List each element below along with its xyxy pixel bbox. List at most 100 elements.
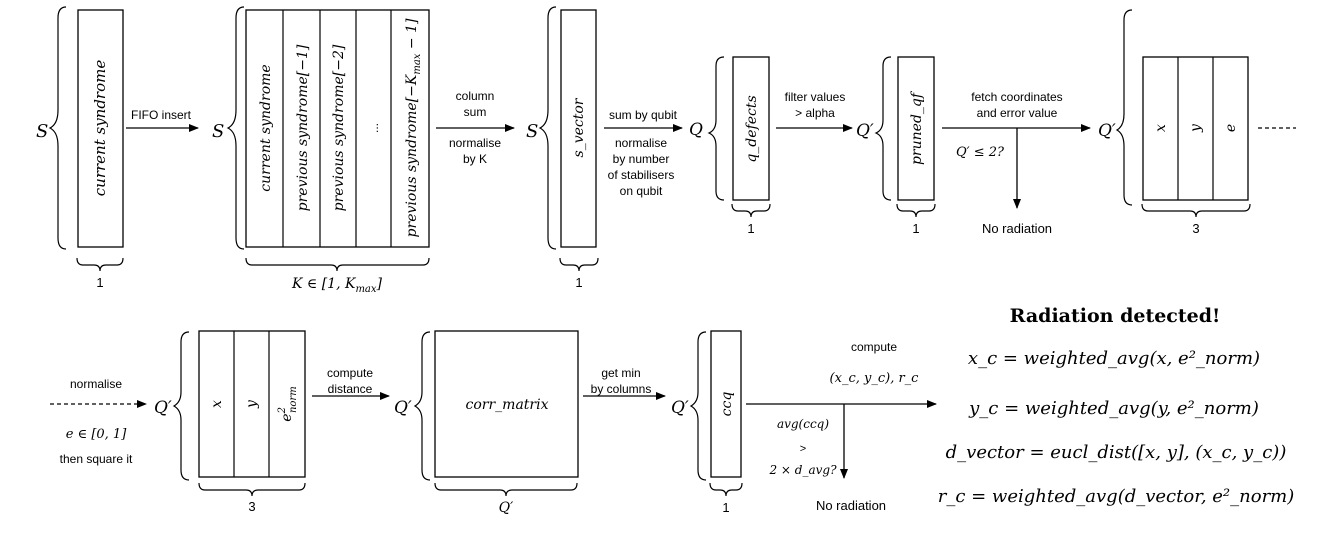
s-vector-column: [560, 9, 597, 248]
history-col-prev2: previous syndrome[−2]: [331, 44, 347, 211]
q3-count: 3: [1192, 221, 1199, 236]
get-min-label-2: by columns: [591, 382, 652, 396]
left-brace-icon: [689, 331, 707, 481]
condition-q-label: Q′ ≤ 2?: [956, 145, 1005, 160]
pruned-qf-column: [897, 56, 935, 201]
no-radiation-label-2: No radiation: [816, 498, 886, 513]
q6-count: 1: [722, 500, 729, 515]
bottom-brace-icon: [731, 203, 771, 218]
s-vector-text: s_vector: [571, 97, 587, 157]
filter-label-1: filter values: [785, 90, 846, 104]
q-block-corr: Q′ corr_matrix Q′: [394, 330, 579, 516]
bottom-brace-icon: [1141, 203, 1251, 218]
compute-label: compute: [851, 340, 897, 354]
history-col-ellipsis: ...: [367, 123, 381, 133]
current-syndrome-column: [77, 9, 124, 248]
condition-avg-label-1: avg(ccq): [777, 417, 829, 431]
ccq-text: ccq: [719, 392, 735, 417]
history-matrix: [245, 9, 430, 248]
q1-count: 1: [747, 221, 754, 236]
q3-label: Q′: [1098, 121, 1116, 141]
bottom-brace-icon: [198, 482, 306, 497]
compute-params-label: (x_c, y_c), r_c: [830, 371, 920, 386]
left-brace-icon: [413, 331, 431, 481]
col-e-norm: e2norm: [277, 386, 299, 421]
q5-count: Q′: [499, 500, 514, 516]
col-e: e: [1223, 124, 1239, 132]
compute-distance-label-1: compute: [327, 366, 373, 380]
bottom-brace-icon: [245, 257, 430, 272]
equation-dvector: d_vector = eucl_dist([x, y], (x_c, y_c)): [946, 442, 1287, 463]
s-block-vector: S s_vector 1: [526, 6, 599, 290]
normalise-k-label-1: normalise: [449, 136, 501, 150]
normalise-stab-label-2: by number: [613, 152, 670, 166]
left-brace-icon: [226, 6, 245, 250]
no-radiation-label-1: No radiation: [982, 221, 1052, 236]
s-block-history: S current syndrome previous syndrome[−1]…: [212, 6, 430, 295]
corr-matrix: [434, 330, 579, 478]
q-defects-column: [732, 56, 770, 201]
current-syndrome-text: current syndrome: [91, 60, 109, 197]
s2-label: S: [212, 121, 224, 142]
normalise-stab-label-4: on qubit: [620, 184, 663, 198]
compute-distance-label-2: distance: [328, 382, 373, 396]
history-col-prevk: previous syndrome[−Kmax − 1]: [404, 18, 423, 237]
ccq-column: [710, 330, 742, 478]
q-block-pruned: Q′ pruned_qf 1: [856, 56, 936, 236]
column-sum-label-1: column: [456, 89, 495, 103]
get-min-label-1: get min: [601, 366, 640, 380]
bottom-brace-icon: [76, 257, 124, 272]
xye-matrix: [1142, 56, 1249, 201]
normalise-k-label-2: by K: [463, 152, 487, 166]
history-col-prev1: previous syndrome[−1]: [295, 44, 311, 211]
q-block-xye: Q′ x y e 3: [1098, 9, 1251, 236]
corr-matrix-text: corr_matrix: [466, 397, 549, 413]
xye-norm-matrix: [198, 330, 306, 478]
pruned-qf-text: pruned_qf: [909, 90, 925, 165]
q2-label: Q′: [856, 121, 874, 141]
radiation-detected-panel: Radiation detected! x_c = weighted_avg(x…: [938, 305, 1295, 507]
left-brace-icon: [1115, 9, 1133, 206]
q5-label: Q′: [394, 398, 412, 418]
q-block-ccq: Q′ ccq 1: [671, 330, 743, 515]
s3-count: 1: [575, 275, 582, 290]
q4-count: 3: [248, 499, 255, 514]
s2-count: K ∈ [1, Kmax]: [291, 276, 383, 295]
col-x: x: [1153, 124, 1169, 132]
left-brace-icon: [48, 6, 67, 250]
s1-label: S: [36, 121, 48, 142]
s3-label: S: [526, 121, 538, 142]
square-it-label: then square it: [60, 452, 133, 466]
bottom-brace-icon: [709, 482, 743, 497]
q-block-xye-norm: Q′ x y e2norm 3: [154, 330, 306, 514]
e-range-label: e ∈ [0, 1]: [66, 427, 127, 442]
fifo-insert-label: FIFO insert: [131, 108, 192, 122]
bottom-brace-icon: [896, 203, 936, 218]
equation-xc: x_c = weighted_avg(x, e²_norm): [968, 348, 1260, 369]
filter-label-2: > alpha: [795, 106, 835, 120]
q2-count: 1: [912, 221, 919, 236]
bottom-brace-icon: [559, 257, 599, 272]
condition-avg-label-3: 2 × d_avg?: [768, 463, 837, 477]
q4-label: Q′: [154, 398, 172, 418]
sum-by-qubit-label: sum by qubit: [609, 108, 678, 122]
fetch-label-2: and error value: [977, 106, 1058, 120]
left-brace-icon: [707, 56, 725, 201]
q-defects-text: q_defects: [744, 95, 760, 162]
normalise-stab-label-3: of stabilisers: [608, 168, 675, 182]
q6-label: Q′: [671, 398, 689, 418]
normalise-stab-label-1: normalise: [615, 136, 667, 150]
normalise-label: normalise: [70, 377, 122, 391]
col-x: x: [209, 400, 225, 408]
bottom-brace-icon: [434, 482, 578, 497]
left-brace-icon: [874, 56, 892, 201]
left-brace-icon: [538, 6, 557, 250]
q-block-defects: Q q_defects 1: [689, 56, 771, 236]
s-block-current: S current syndrome 1: [36, 6, 124, 290]
result-title: Radiation detected!: [1010, 305, 1221, 327]
condition-avg-label-2: >: [800, 443, 806, 455]
col-y: y: [1188, 123, 1204, 133]
left-brace-icon: [172, 331, 190, 481]
s1-count: 1: [96, 275, 103, 290]
